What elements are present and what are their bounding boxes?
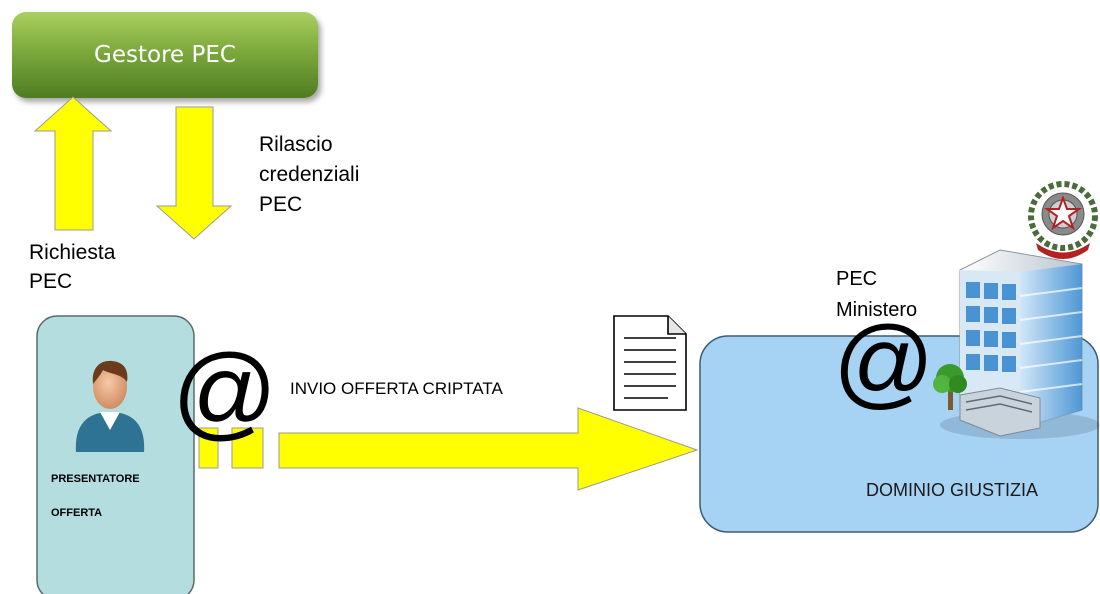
ministero-label: PEC Ministero bbox=[836, 264, 917, 326]
presentatore-line-1: PRESENTATORE bbox=[51, 473, 140, 485]
republic-emblem-icon bbox=[1027, 180, 1099, 259]
invio-label: INVIO OFFERTA CRIPTATA bbox=[290, 379, 503, 398]
dominio-label: DOMINIO GIUSTIZIA bbox=[866, 480, 1039, 500]
rilascio-label: Rilascio credenziali PEC bbox=[259, 130, 359, 220]
small-yellow-square-right bbox=[231, 427, 264, 469]
tree-icon bbox=[933, 364, 967, 410]
down-arrow bbox=[155, 106, 233, 240]
gestore-pec-box bbox=[12, 12, 318, 98]
rilascio-line-2: credenziali bbox=[259, 163, 360, 186]
rilascio-line-3: PEC bbox=[259, 193, 303, 216]
small-yellow-square-left bbox=[198, 427, 219, 469]
presentatore-label: PRESENTATORE OFFERTA bbox=[51, 462, 140, 530]
invio-arrow bbox=[278, 407, 699, 491]
user-icon bbox=[75, 360, 145, 452]
richiesta-label: Richiesta PEC bbox=[29, 238, 115, 296]
ministero-line-2: Ministero bbox=[836, 299, 918, 321]
document-icon bbox=[613, 315, 687, 411]
rilascio-line-1: Rilascio bbox=[259, 133, 333, 156]
ministero-line-1: PEC bbox=[836, 268, 878, 290]
presentatore-line-2: OFFERTA bbox=[51, 507, 103, 519]
richiesta-line-2: PEC bbox=[29, 270, 73, 293]
up-arrow bbox=[33, 96, 113, 231]
richiesta-line-1: Richiesta bbox=[29, 241, 116, 264]
gestore-pec-label: Gestore PEC bbox=[94, 42, 236, 68]
at-icon-sender: @ bbox=[172, 334, 278, 450]
at-icon-ministero: @ bbox=[833, 306, 935, 418]
presentatore-box bbox=[36, 315, 195, 594]
building-icon bbox=[940, 249, 1100, 439]
